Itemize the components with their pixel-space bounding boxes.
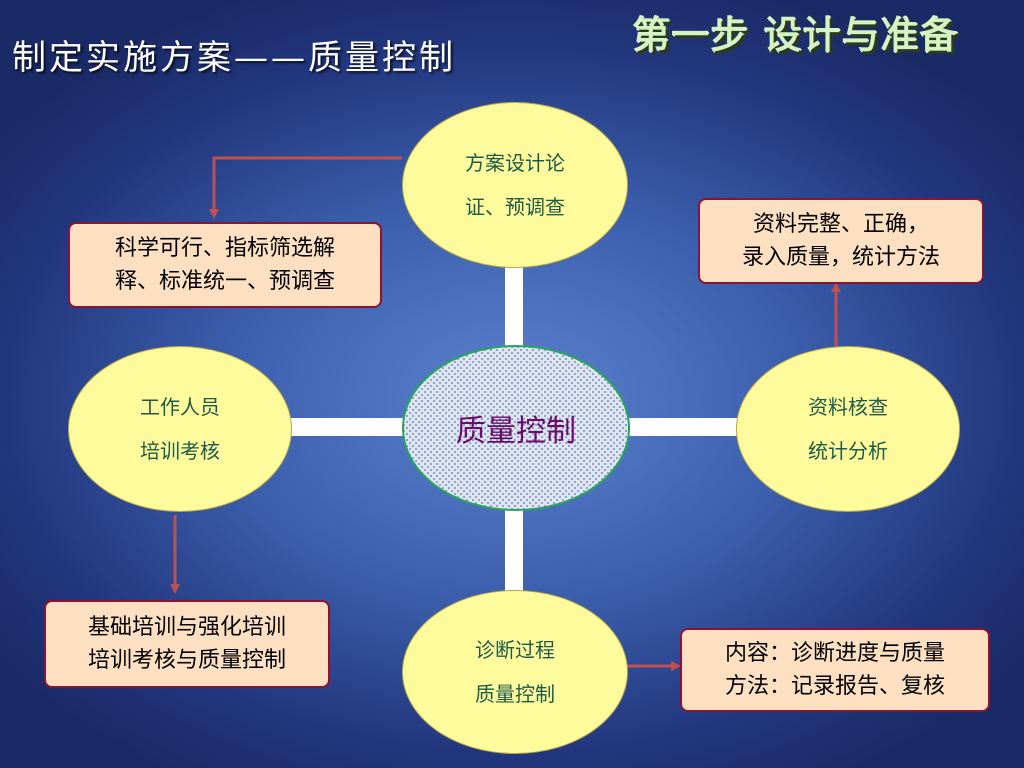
connector-top [505,266,523,348]
node-bottom-line1: 诊断过程 [475,638,555,662]
connector-right [624,418,738,436]
box-top-left: 科学可行、指标筛选解 释、标准统一、预调查 [68,222,382,308]
box-top-right: 资料完整、正确， 录入质量，统计方法 [698,198,984,284]
node-right-ellipse: 资料核查 统计分析 [736,346,960,512]
node-top-line1: 方案设计论 [465,151,565,175]
box-top-right-line2: 录入质量，统计方法 [741,245,940,270]
connector-left [290,418,404,436]
box-bottom-right: 内容：诊断进度与质量 方法：记录报告、复核 [680,628,990,712]
box-top-right-line1: 资料完整、正确， [752,212,929,237]
connector-bottom [505,505,523,591]
box-bottom-left-line1: 基础培训与强化培训 [87,615,286,640]
center-node: 质量控制 [402,345,630,511]
node-right-line2: 统计分析 [808,439,888,463]
center-label: 质量控制 [456,414,576,449]
box-bottom-left-line2: 培训考核与质量控制 [87,648,286,673]
box-bottom-right-line1: 内容：诊断进度与质量 [724,641,945,666]
arrow-top-to-box [209,156,402,219]
step-heading: 第一步 设计与准备 [632,13,959,57]
node-bottom-line2: 质量控制 [475,682,555,706]
node-left-line1: 工作人员 [140,395,220,419]
node-left-ellipse: 工作人员 培训考核 [68,346,292,512]
page-title: 制定实施方案——质量控制 [12,38,456,78]
box-bottom-right-line2: 方法：记录报告、复核 [724,674,945,699]
node-left-line2: 培训考核 [140,439,220,463]
box-top-left-line2: 释、标准统一、预调查 [114,269,335,294]
box-bottom-left: 基础培训与强化培训 培训考核与质量控制 [44,600,330,688]
node-top-line2: 证、预调查 [465,195,565,219]
node-bottom-ellipse: 诊断过程 质量控制 [402,590,628,754]
node-top-ellipse: 方案设计论 证、预调查 [402,102,628,268]
node-right-line1: 资料核查 [808,395,888,419]
box-top-left-line1: 科学可行、指标筛选解 [114,236,335,261]
